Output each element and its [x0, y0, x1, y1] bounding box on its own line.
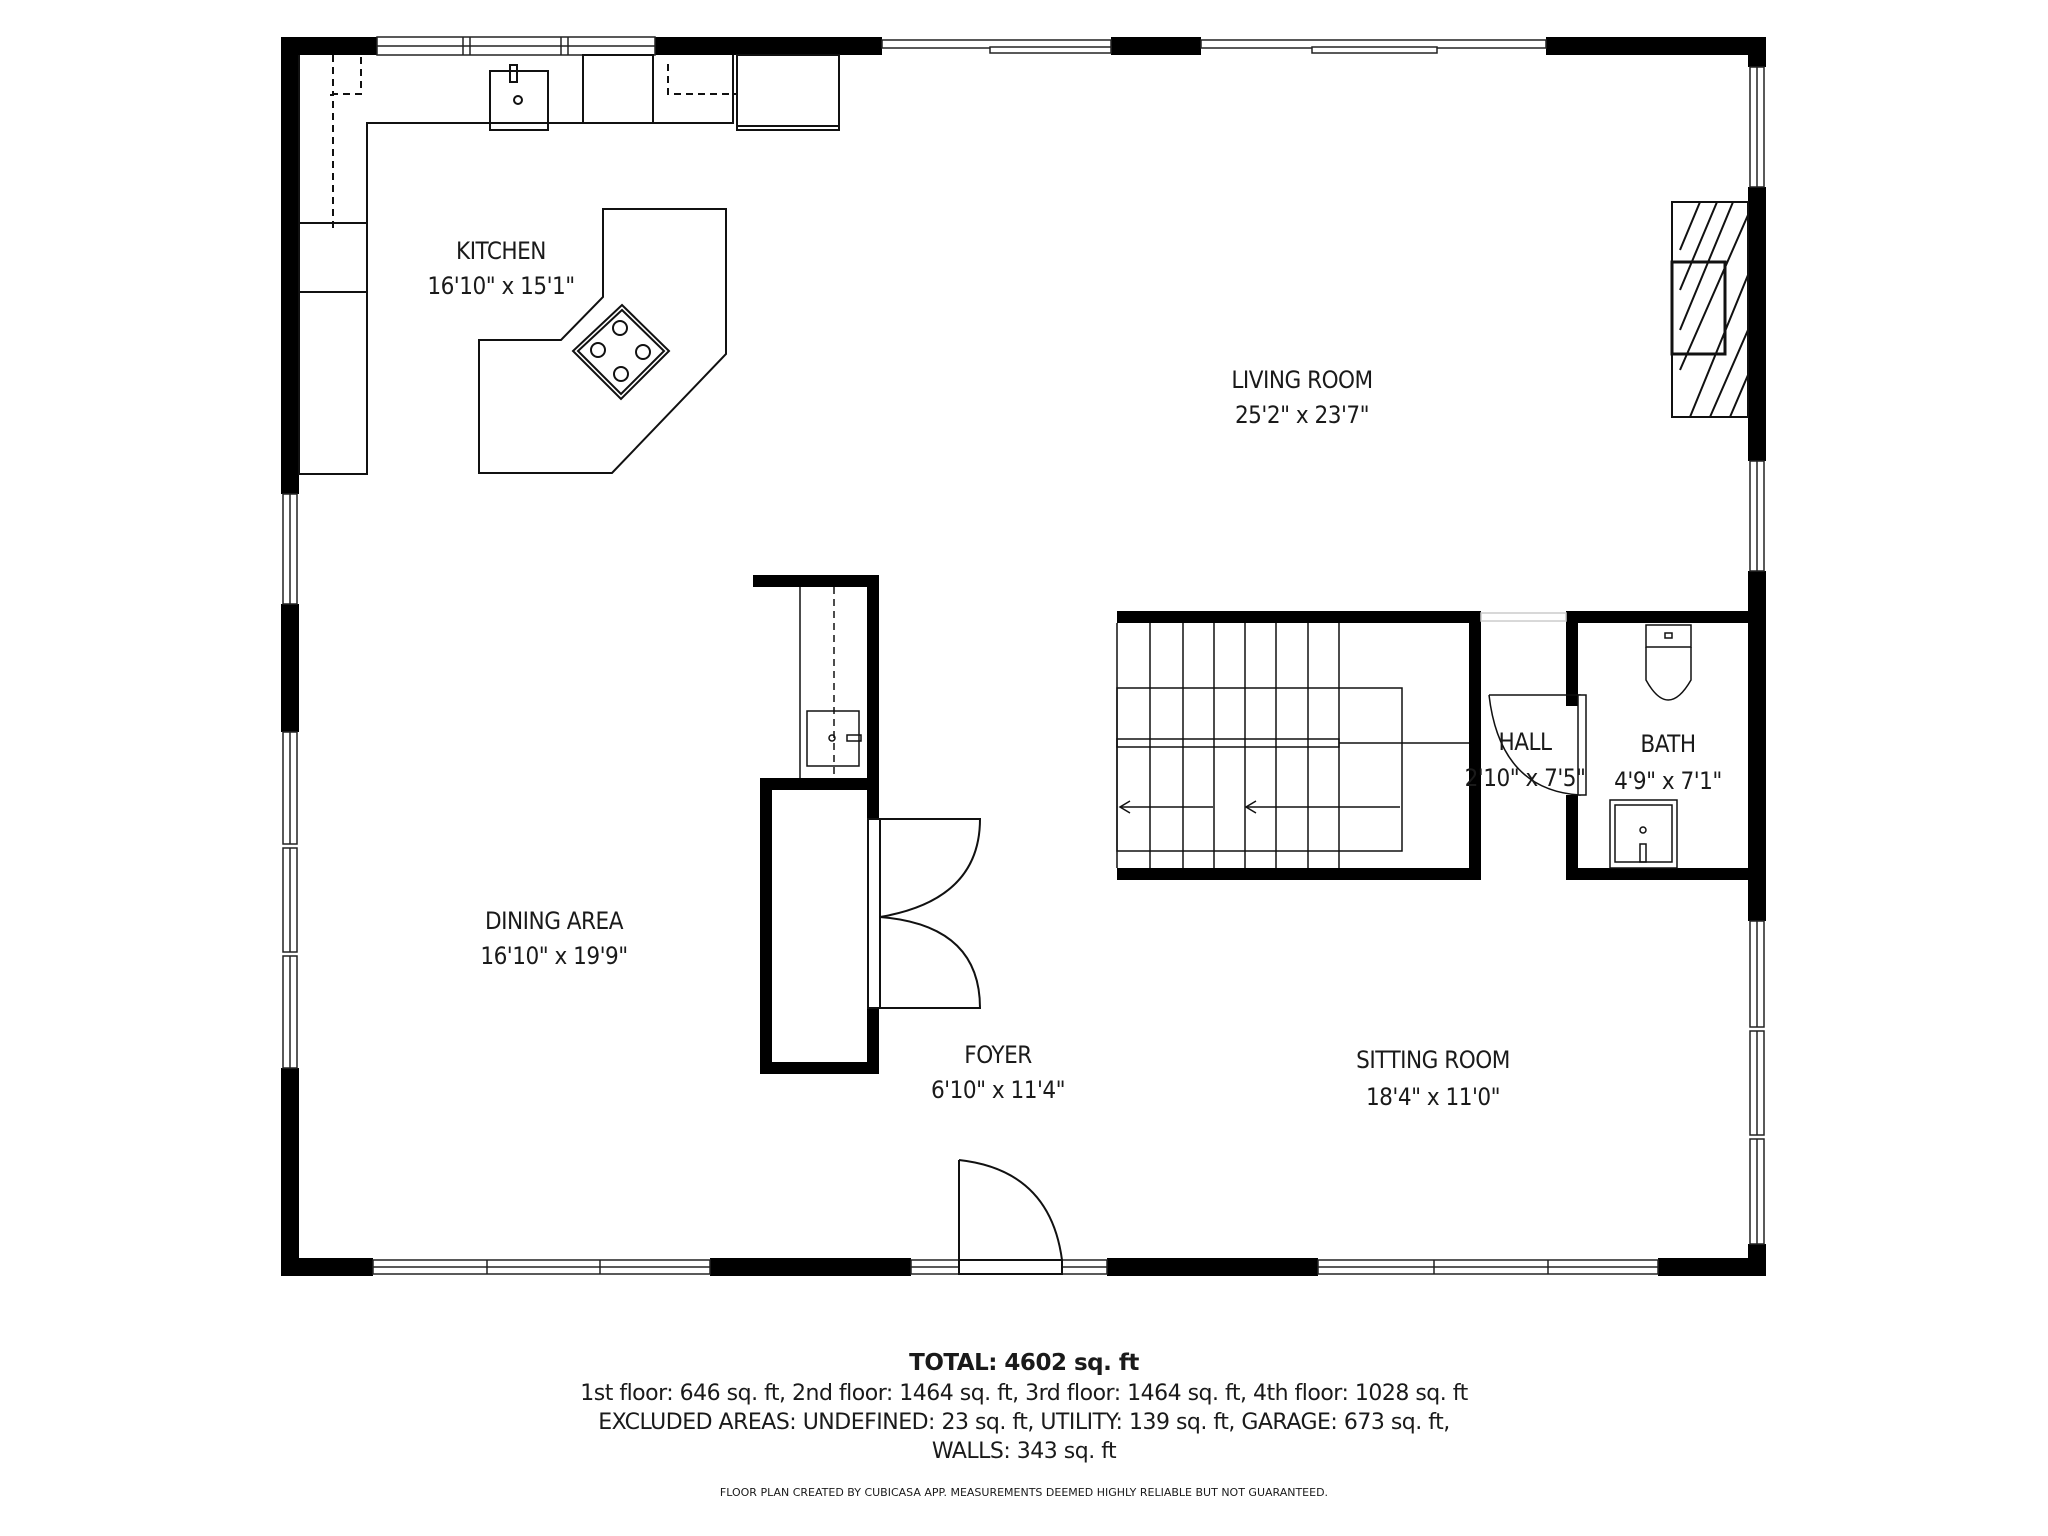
bath-dims: 4'9" x 7'1": [1614, 767, 1722, 795]
living-room-dims: 25'2" x 23'7": [1234, 401, 1370, 429]
floor-areas: 1st floor: 646 sq. ft, 2nd floor: 1464 s…: [580, 1381, 1468, 1406]
sitting-room-dims: 18'4" x 11'0": [1365, 1083, 1501, 1111]
dining-area-name: DINING AREA: [485, 907, 623, 935]
fireplace: [1670, 201, 1749, 418]
hall-dims: 2'10" x 7'5": [1464, 764, 1586, 792]
sink-icon: [1609, 799, 1678, 869]
exterior-walls: [281, 37, 1766, 1276]
bath-fixtures: [1609, 624, 1692, 869]
total-area: TOTAL: 4602 sq. ft: [909, 1350, 1139, 1376]
double-door[interactable]: [867, 818, 982, 1009]
foyer-name: FOYER: [964, 1041, 1032, 1069]
hall-name: HALL: [1498, 728, 1552, 756]
closet-details: [799, 587, 862, 778]
sitting-room-name: SITTING ROOM: [1356, 1046, 1510, 1074]
living-room-name: LIVING ROOM: [1231, 366, 1373, 394]
toilet-icon: [1645, 624, 1692, 701]
front-door[interactable]: [958, 1159, 1063, 1275]
kitchen-dims: 16'10" x 15'1": [427, 272, 575, 300]
staircase: [1116, 623, 1469, 868]
bath-name: BATH: [1640, 730, 1696, 758]
windows: [282, 36, 1765, 1275]
credit-disclaimer: FLOOR PLAN CREATED BY CUBICASA APP. MEAS…: [719, 1486, 1329, 1499]
foyer-dims: 6'10" x 11'4": [930, 1076, 1066, 1104]
dining-area-dims: 16'10" x 19'9": [480, 942, 628, 970]
excluded-areas: EXCLUDED AREAS: UNDEFINED: 23 sq. ft, UT…: [598, 1410, 1450, 1435]
kitchen-counters: [298, 54, 840, 475]
walls-area: WALLS: 343 sq. ft: [931, 1439, 1117, 1464]
interior-walls: [753, 575, 1766, 1074]
hall-door[interactable]: [1480, 612, 1587, 796]
kitchen-island: [478, 208, 727, 474]
cooktop-icon: [571, 303, 671, 401]
kitchen-name: KITCHEN: [456, 237, 546, 265]
